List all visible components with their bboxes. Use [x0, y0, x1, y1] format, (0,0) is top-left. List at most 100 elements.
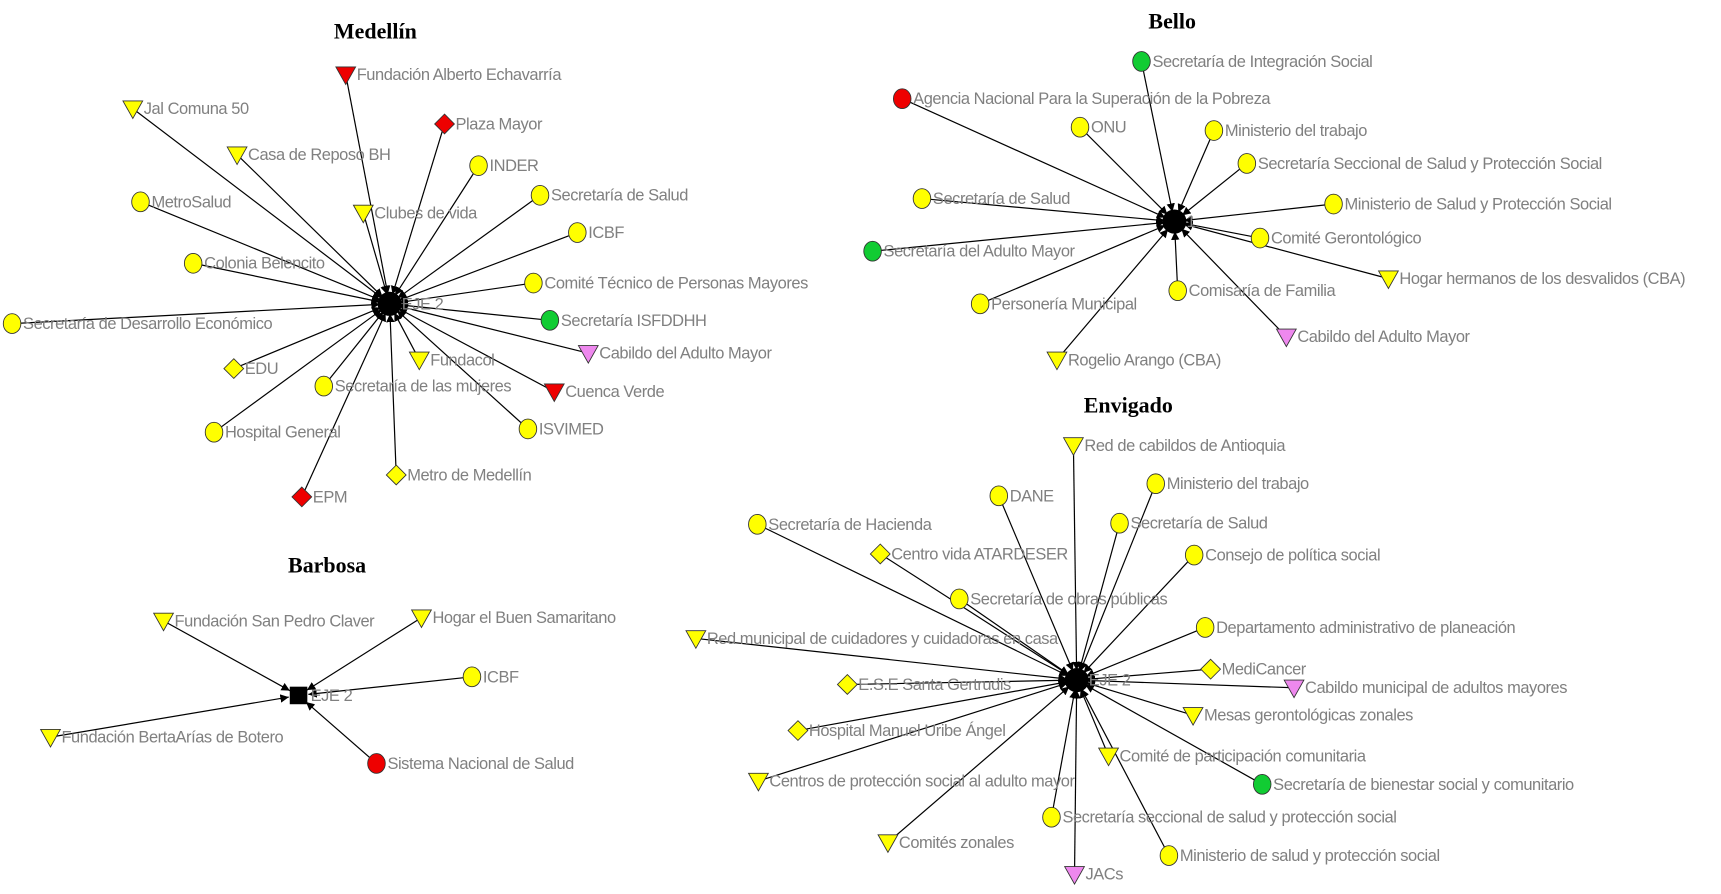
node-label-ministerio-del-trabajo: Ministerio del trabajo	[1225, 122, 1367, 140]
circle-node[interactable]	[540, 309, 560, 331]
hub-node[interactable]	[1064, 668, 1089, 693]
circle-node[interactable]	[1168, 280, 1187, 301]
circle-node[interactable]	[1184, 544, 1204, 566]
triangle-node[interactable]	[877, 834, 899, 854]
node-label-inder: INDER	[490, 157, 540, 175]
circle-node[interactable]	[989, 485, 1009, 507]
triangle-node[interactable]	[1377, 270, 1400, 290]
circle-node[interactable]	[367, 753, 386, 774]
circle-node[interactable]	[892, 88, 912, 110]
edge-line	[323, 311, 384, 387]
triangle-node[interactable]	[1283, 679, 1305, 699]
triangle-node[interactable]	[685, 630, 707, 650]
triangle-node[interactable]	[335, 66, 357, 86]
triangle-node[interactable]	[543, 383, 565, 403]
edge-line	[1072, 445, 1081, 671]
circle-node[interactable]	[1204, 120, 1224, 141]
circle-node[interactable]	[568, 222, 587, 243]
diamond-node[interactable]	[869, 543, 891, 565]
triangle-node[interactable]	[1063, 866, 1086, 886]
circle-node[interactable]	[1146, 473, 1165, 495]
circle-node[interactable]	[524, 272, 543, 294]
edge-line	[1083, 554, 1195, 674]
diamond-node[interactable]	[1200, 658, 1222, 680]
edge-line	[399, 282, 534, 306]
node-label-secretaria-seccional-de-salud-y-proteccion-social: Secretaría Seccional de Salud y Protecci…	[1258, 155, 1602, 173]
circle-node[interactable]	[1070, 116, 1090, 138]
circle-node[interactable]	[1110, 512, 1129, 534]
triangle-node[interactable]	[747, 772, 770, 792]
triangle-node[interactable]	[408, 351, 430, 371]
node-label-secretaria-de-obras-publicas: Secretaría de obras públicas	[970, 590, 1167, 608]
circle-node[interactable]	[1159, 845, 1179, 866]
circle-node[interactable]	[912, 188, 932, 209]
hub-node[interactable]	[289, 686, 308, 705]
node-label-plaza-mayor: Plaza Mayor	[455, 115, 543, 133]
circle-node[interactable]	[1132, 51, 1151, 72]
circle-node[interactable]	[462, 666, 482, 688]
edge-line	[394, 165, 480, 296]
circle-node[interactable]	[2, 313, 22, 334]
circle-node[interactable]	[469, 155, 488, 176]
circle-node[interactable]	[1042, 806, 1061, 828]
triangle-node[interactable]	[577, 345, 599, 364]
triangle-node[interactable]	[410, 609, 433, 629]
circle-node[interactable]	[183, 252, 203, 274]
circle-node[interactable]	[204, 421, 224, 443]
hub-node[interactable]	[377, 291, 402, 316]
network-title: Medellín	[334, 18, 417, 43]
circle-node[interactable]	[314, 375, 334, 397]
circle-node[interactable]	[970, 293, 990, 315]
node-label-fundacion-san-pedro-claver: Fundación San Pedro Claver	[175, 612, 376, 630]
diamond-node[interactable]	[291, 486, 313, 508]
edge-line	[398, 307, 555, 393]
triangle-node[interactable]	[152, 612, 175, 632]
edge-line	[901, 98, 1166, 219]
circle-node[interactable]	[518, 418, 538, 440]
circle-node[interactable]	[131, 191, 150, 213]
circle-node[interactable]	[1252, 773, 1272, 795]
diamond-node[interactable]	[434, 113, 456, 135]
node-label-medicancer: MediCancer	[1222, 661, 1307, 679]
node-label-hogar-hermanos-de-los-desvalidos-cba: Hogar hermanos de los desvalidos (CBA)	[1399, 270, 1685, 288]
node-label-agencia-nacional-para-la-superacion-de-la-pobreza: Agencia Nacional Para la Superación de l…	[913, 90, 1271, 108]
diamond-node[interactable]	[787, 720, 809, 742]
edge-line	[399, 301, 550, 321]
triangle-node[interactable]	[352, 204, 374, 224]
diamond-node[interactable]	[223, 358, 245, 380]
edge-line	[1077, 523, 1121, 671]
node-label-fundacion-alberto-echavarria: Fundación Alberto Echavarría	[357, 66, 563, 84]
triangle-node[interactable]	[1062, 437, 1085, 457]
hub-label: EJE 2	[311, 687, 353, 705]
node-label-red-municipal-de-cuidadores-y-cuidadoras-en-casa: Red municipal de cuidadores y cuidadoras…	[707, 630, 1059, 648]
edge-line	[695, 637, 1067, 683]
edge-line	[1056, 228, 1169, 361]
edge-line	[399, 304, 589, 354]
edge-line	[362, 212, 389, 295]
node-label-personeria-municipal: Personería Municipal	[991, 295, 1137, 313]
diamond-node[interactable]	[836, 673, 858, 695]
node-label-onu: ONU	[1091, 119, 1126, 137]
diamond-node[interactable]	[385, 464, 407, 486]
node-label-comite-de-participacion-comunitaria: Comité de participación comunitaria	[1120, 747, 1367, 765]
circle-node[interactable]	[1250, 227, 1270, 249]
triangle-node[interactable]	[1182, 707, 1204, 726]
triangle-node[interactable]	[39, 729, 62, 748]
circle-node[interactable]	[1195, 617, 1215, 638]
triangle-node[interactable]	[122, 100, 144, 120]
triangle-node[interactable]	[1097, 747, 1120, 767]
edge-line	[979, 224, 1166, 305]
triangle-node[interactable]	[1275, 328, 1297, 348]
hub-node[interactable]	[1162, 209, 1187, 234]
edge-line	[193, 262, 381, 305]
triangle-node[interactable]	[226, 146, 248, 166]
triangle-node[interactable]	[1046, 351, 1068, 371]
circle-node[interactable]	[748, 514, 767, 535]
circle-node[interactable]	[863, 240, 882, 262]
circle-node[interactable]	[1237, 153, 1257, 174]
node-label-hospital-manuel-uribe-angel: Hospital Manuel Uribe Ángel	[809, 721, 1006, 740]
circle-node[interactable]	[530, 184, 550, 206]
circle-node[interactable]	[1324, 193, 1343, 215]
circle-node[interactable]	[950, 588, 969, 610]
